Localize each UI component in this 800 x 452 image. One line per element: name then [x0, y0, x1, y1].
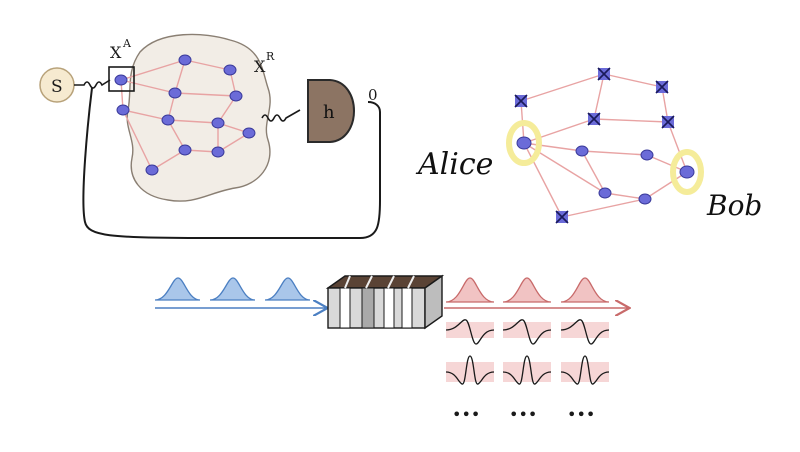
output-pulse: [560, 319, 610, 345]
output-pulses-row-2: [445, 319, 610, 345]
detector-coupling-spring: [261, 109, 301, 122]
alice-bob-panel: Alice Bob: [415, 67, 762, 224]
network-node: [223, 64, 237, 76]
pulse-shade: [561, 362, 609, 382]
network-node: [211, 117, 225, 129]
network-node: [145, 164, 159, 176]
xr-label: X: [254, 57, 266, 76]
source-coupling-spring: [74, 79, 111, 89]
bob-node: [679, 165, 695, 179]
network-node: [178, 144, 192, 156]
continuation-dots: •••: [509, 405, 537, 424]
detector-label: h: [323, 102, 335, 123]
crossed-node-icon: [514, 94, 528, 108]
continuation-dots: •••: [567, 405, 595, 424]
pulse-processing-panel: ••• ••• •••: [154, 274, 628, 424]
detector-icon: [307, 79, 355, 143]
pulse-shade: [503, 362, 551, 382]
alice-bob-nodes: [516, 136, 695, 205]
xa-superscript: A: [122, 37, 132, 50]
network-node: [178, 54, 192, 66]
network-node: [229, 90, 243, 102]
network-node: [161, 114, 175, 126]
output-pulse: [560, 277, 610, 303]
network-node: [114, 74, 128, 86]
xr-superscript: R: [266, 50, 275, 63]
reservoir-panel: S: [39, 33, 381, 239]
continuation-dots: •••: [452, 405, 480, 424]
input-pulses: [154, 277, 311, 301]
network-node: [242, 127, 256, 139]
input-pulse: [264, 277, 311, 301]
output-label: 0: [368, 86, 378, 104]
optical-slab-icon: [325, 274, 445, 330]
output-pulse: [502, 319, 552, 345]
crossed-node-icon: [587, 112, 601, 126]
input-node-box: [108, 66, 135, 92]
crossed-node-icon: [555, 210, 569, 224]
output-pulse: [502, 277, 552, 303]
output-pulse: [445, 277, 495, 303]
network-node: [638, 193, 652, 205]
reservoir-blob: [126, 33, 271, 202]
bob-highlight: [670, 149, 704, 195]
source-label: S: [51, 77, 63, 97]
alice-highlight: [506, 120, 542, 166]
alice-node: [516, 136, 532, 150]
bob-label: Bob: [706, 189, 762, 222]
network-node: [211, 146, 225, 158]
network-node: [575, 145, 589, 157]
xa-label: X: [110, 43, 122, 62]
crossed-node-icon: [597, 67, 611, 81]
network-node: [168, 87, 182, 99]
input-pulse: [154, 277, 201, 301]
output-pulses-row-1: [445, 277, 610, 303]
output-pulses-row-3: [445, 355, 610, 385]
pulse-shade: [446, 362, 494, 382]
crossed-node-icon: [661, 115, 675, 129]
network-node: [116, 104, 130, 116]
output-pulse: [502, 355, 552, 385]
network-node: [640, 149, 654, 161]
network-node: [598, 187, 612, 199]
output-pulse: [560, 355, 610, 385]
alice-label: Alice: [415, 147, 493, 182]
crossed-node-icon: [655, 80, 669, 94]
reservoir-nodes: [114, 54, 256, 176]
crossed-nodes: [514, 67, 675, 224]
output-pulse: [445, 355, 495, 385]
output-pulse: [445, 319, 495, 345]
feedback-loop-wire: [82, 87, 381, 239]
input-pulse: [209, 277, 256, 301]
